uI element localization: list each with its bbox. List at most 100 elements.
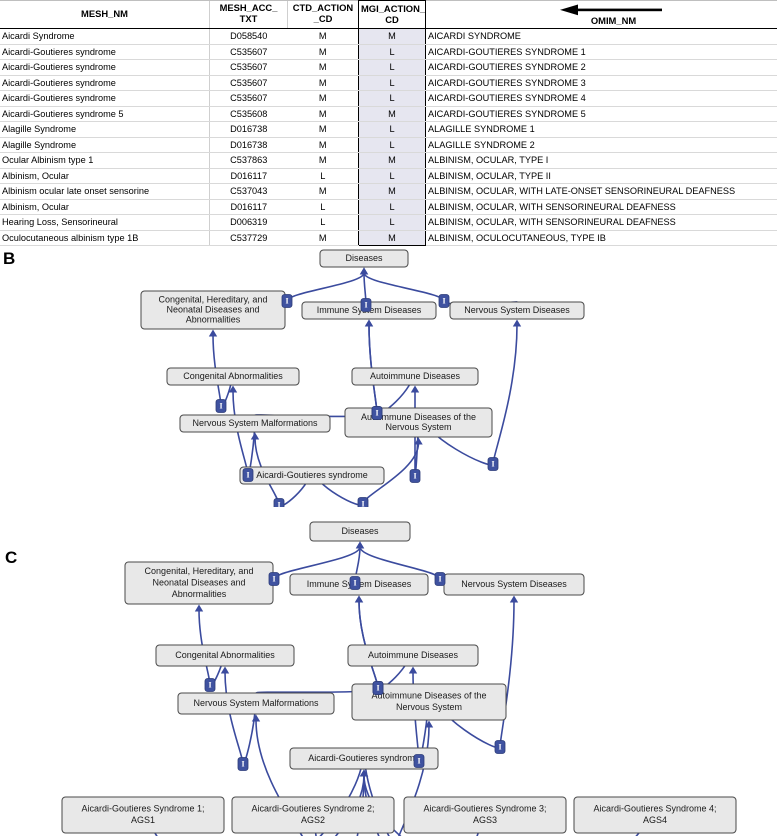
cell-mesh-nm: Aicardi-Goutieres syndrome — [0, 75, 210, 91]
edge-label-inheritance[interactable]: I — [360, 298, 372, 312]
column-header-omim-nm[interactable]: OMIM_NM — [425, 0, 777, 29]
graph-node-diseases[interactable]: Diseases — [319, 249, 409, 268]
edge-arrowhead — [355, 541, 365, 549]
edge-label-text: I — [353, 578, 356, 587]
cell-mesh-nm: Aicardi-Goutieres syndrome — [0, 90, 210, 107]
graph-node-diseases[interactable]: Diseases — [309, 521, 411, 542]
edge-label-inheritance[interactable]: I — [357, 497, 369, 508]
edge-label-text: I — [417, 756, 420, 765]
edge-label-inheritance[interactable]: I — [438, 294, 450, 308]
cell-mesh-acc-txt: D016117 — [209, 168, 288, 184]
cell-ctd-action-cd: M — [287, 44, 359, 60]
graph-node-autoimm[interactable]: Autoimmune Diseases — [347, 644, 479, 667]
cell-mesh-acc-txt: C535607 — [209, 59, 288, 76]
edge-arrowhead — [228, 385, 238, 393]
graph-node-label: Aicardi-Goutieres Syndrome 1; — [81, 804, 204, 814]
column-header-mgi-action-cd[interactable]: MGI_ACTION_CD — [358, 0, 426, 29]
graph-node-nsm[interactable]: Nervous System Malformations — [179, 414, 331, 433]
graph-node-label: AGS1 — [131, 815, 155, 825]
graph-node-ags4[interactable]: Aicardi-Goutieres Syndrome 4;AGS4 — [573, 796, 737, 834]
edge-label-inheritance[interactable]: I — [237, 757, 249, 771]
edge-label-inheritance[interactable]: I — [487, 457, 499, 471]
graph-node-ags[interactable]: Aicardi-Goutieres syndrome — [289, 747, 439, 770]
graph-node-label: Neonatal Diseases and — [152, 577, 245, 587]
graph-node-label: Diseases — [345, 253, 383, 263]
edge-label-text: I — [219, 401, 222, 410]
edge-label-text: I — [442, 296, 445, 305]
column-header-mesh-nm[interactable]: MESH_NM — [0, 0, 210, 29]
graph-node-autoimm[interactable]: Autoimmune Diseases — [351, 367, 479, 386]
graph-node-congabn[interactable]: Congenital Abnormalities — [155, 644, 295, 667]
graph-node-nervous[interactable]: Nervous System Diseases — [449, 301, 585, 320]
edge-label-inheritance[interactable]: I — [349, 576, 361, 590]
graph-node-nsm[interactable]: Nervous System Malformations — [177, 692, 335, 715]
edge-label-text: I — [246, 470, 249, 479]
cell-omim-nm: AICARDI-GOUTIERES SYNDROME 2 — [425, 59, 777, 76]
edge-label-inheritance[interactable]: I — [281, 294, 293, 308]
edge-label-text: I — [491, 459, 494, 468]
cell-mgi-action-cd: L — [358, 199, 426, 215]
edge-label-inheritance[interactable]: I — [371, 406, 383, 420]
mesh-omim-table: MESH_NM MESH_ACC_TXT CTD_ACTION_CD MGI_A… — [0, 0, 777, 246]
graph-node-ags1[interactable]: Aicardi-Goutieres Syndrome 1;AGS1 — [61, 796, 225, 834]
column-header-mesh-acc-txt-label: MESH_ACC_TXT — [219, 2, 278, 25]
edge-label-inheritance[interactable]: I — [242, 468, 254, 482]
edge-label-text: I — [285, 296, 288, 305]
panel-letter-c: C — [5, 548, 18, 567]
graph-node-ags[interactable]: Aicardi-Goutieres syndrome — [239, 466, 385, 485]
cell-mesh-acc-txt: D006319 — [209, 214, 288, 231]
edge-label-inheritance[interactable]: I — [215, 399, 227, 413]
edge-label-text: I — [438, 574, 441, 583]
graph-node-label: Abnormalities — [186, 314, 241, 324]
cell-ctd-action-cd: M — [287, 28, 359, 45]
graph-node-ags2[interactable]: Aicardi-Goutieres Syndrome 2;AGS2 — [231, 796, 395, 834]
cell-omim-nm: AICARDI-GOUTIERES SYNDROME 1 — [425, 44, 777, 60]
edge-label-inheritance[interactable]: I — [273, 498, 285, 508]
cell-mesh-acc-txt: C535607 — [209, 44, 288, 60]
edge-label-inheritance[interactable]: I — [494, 740, 506, 754]
column-header-ctd-action-cd[interactable]: CTD_ACTION_CD — [287, 0, 359, 29]
edge-label-inheritance[interactable]: I — [409, 469, 421, 483]
cell-mesh-nm: Alagille Syndrome — [0, 137, 210, 153]
column-header-mesh-acc-txt[interactable]: MESH_ACC_TXT — [209, 0, 288, 29]
edge-label-inheritance[interactable]: I — [413, 754, 425, 768]
cell-mesh-nm: Aicardi-Goutieres syndrome 5 — [0, 106, 210, 122]
edge-label-inheritance[interactable]: I — [372, 681, 384, 695]
edge-arrowhead — [359, 769, 369, 777]
edge-label-inheritance[interactable]: I — [268, 572, 280, 586]
edge-label-text: I — [241, 759, 244, 768]
graph-node-congabn[interactable]: Congenital Abnormalities — [166, 367, 300, 386]
cell-mesh-acc-txt: D058540 — [209, 28, 288, 45]
graph-node-nervous[interactable]: Nervous System Diseases — [443, 573, 585, 596]
cell-omim-nm: ALBINISM, OCULAR, WITH SENSORINEURAL DEA… — [425, 199, 777, 215]
cell-ctd-action-cd: M — [287, 152, 359, 169]
edge-label-inheritance[interactable]: I — [434, 572, 446, 586]
edge-label-text: I — [361, 499, 364, 507]
graph-node-label: Congenital Abnormalities — [183, 371, 283, 381]
graph-node-label: Nervous System Malformations — [193, 698, 319, 708]
graph-node-ags3[interactable]: Aicardi-Goutieres Syndrome 3;AGS3 — [403, 796, 567, 834]
edge-arrowhead — [220, 666, 230, 674]
graph-edge — [364, 319, 416, 415]
graph-node-label: Nervous System Malformations — [192, 418, 318, 428]
edge-label-inheritance[interactable]: I — [204, 678, 216, 692]
